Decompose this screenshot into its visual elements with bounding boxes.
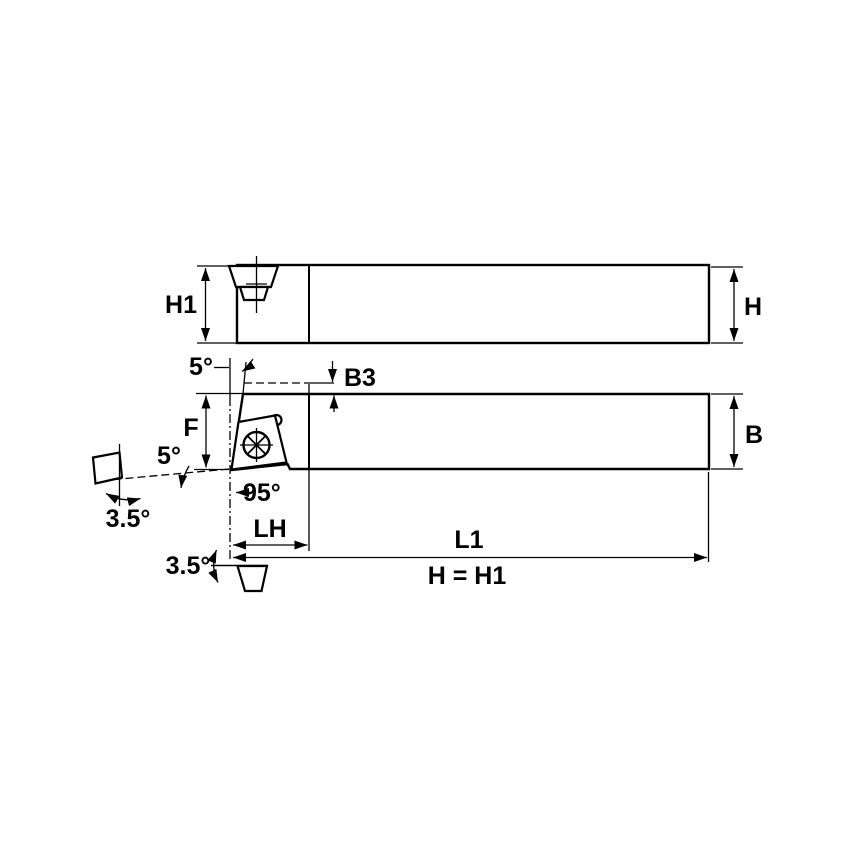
b3-label: B3 xyxy=(344,364,376,392)
l1-label: L1 xyxy=(454,526,483,554)
inclination-side-label: 3.5° xyxy=(106,505,151,533)
b-label: B xyxy=(745,421,763,449)
plan-view-body xyxy=(230,392,711,472)
clearance-angle-label: 5° xyxy=(157,442,181,470)
inclination-front-arc xyxy=(207,549,219,583)
inclination-side-arc xyxy=(105,492,141,507)
clearance-angle-arc xyxy=(178,465,190,489)
h-label: H xyxy=(744,293,762,321)
drawing-root: H1 H xyxy=(91,256,763,593)
inclination-front-label: 3.5° xyxy=(166,552,211,580)
cutting-edge-angle-label: 95° xyxy=(243,479,281,507)
plan-view: B3 F B 5° 5° 3.5° xyxy=(91,353,763,593)
side-view: H1 H xyxy=(165,256,762,345)
screw-recess-inner xyxy=(238,285,270,302)
screw-recess-outer xyxy=(227,264,280,289)
h-equals-h1-note: H = H1 xyxy=(428,562,507,590)
side-view-body xyxy=(235,263,711,345)
insert-side-detail xyxy=(91,451,124,485)
insert-front-detail xyxy=(236,564,269,593)
lead-angle-label: 5° xyxy=(189,353,213,381)
screw-cross-diag2 xyxy=(246,435,267,455)
h1-label: H1 xyxy=(165,291,197,319)
lh-label: LH xyxy=(253,515,286,543)
f-label: F xyxy=(183,414,198,442)
front-edge-extension xyxy=(242,361,247,395)
lead-angle-arc xyxy=(241,358,256,373)
